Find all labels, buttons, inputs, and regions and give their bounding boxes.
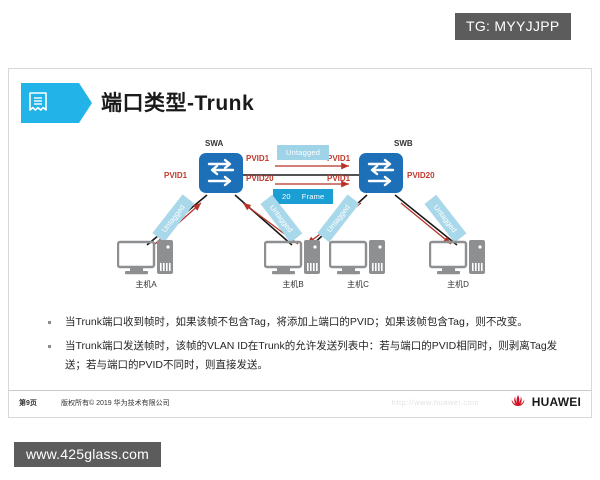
huawei-flower-icon (511, 395, 525, 406)
frame-vlan-id: 20 (282, 192, 291, 201)
slide-card: 端口类型-Trunk SWA (8, 68, 592, 418)
switch-label-swa: SWA (205, 139, 224, 148)
host-b-icon[interactable] (263, 239, 322, 282)
bullet-item: 当Trunk端口发送帧时，该帧的VLAN ID在Trunk的允许发送列表中：若与… (43, 337, 573, 374)
pvid-swb-left-top: PVID1 (327, 154, 351, 163)
slide-title-row: 端口类型-Trunk (9, 83, 591, 125)
host-a-icon[interactable] (116, 239, 175, 282)
footer-watermark: http://www.huawei.com (391, 398, 479, 407)
page-title: 端口类型-Trunk (101, 92, 255, 115)
slide-footer: 第9页 版权所有© 2019 华为技术有限公司 http://www.huawe… (9, 390, 591, 417)
page-number: 第9页 (19, 400, 37, 407)
frame-tag-box: 20 Frame (273, 189, 334, 204)
host-c-label: 主机C (347, 280, 369, 289)
switch-swb[interactable] (359, 153, 403, 193)
bullet-item: 当Trunk端口收到帧时，如果该帧不包含Tag，将添加上端口的PVID；如果该帧… (43, 313, 573, 331)
host-c-icon[interactable] (328, 239, 387, 282)
network-diagram: SWA PVID1 PVID1 PVID20 SWB PVID1 PVID1 P… (9, 127, 593, 302)
trunk-untagged-label: Untagged (277, 145, 330, 160)
switch-label-swb: SWB (394, 139, 413, 148)
host-b-label: 主机B (282, 280, 304, 289)
bullet-list: 当Trunk端口收到帧时，如果该帧不包含Tag，将添加上端口的PVID；如果该帧… (43, 313, 573, 380)
host-a-label: 主机A (135, 280, 157, 289)
frame-tag-text: Frame (301, 192, 325, 201)
huawei-brand-text: HUAWEI (531, 395, 581, 409)
huawei-logo: HUAWEI (508, 394, 581, 410)
tg-watermark-badge: TG: MYYJJPP (455, 13, 571, 40)
host-d-icon[interactable] (428, 239, 487, 282)
switch-swa[interactable] (199, 153, 243, 193)
pvid-swa-left: PVID1 (164, 171, 188, 180)
host-d-label: 主机D (447, 280, 469, 289)
pvid-swa-right-bottom: PVID20 (246, 174, 274, 183)
document-ribbon-icon (27, 92, 49, 121)
url-watermark-badge: www.425glass.com (14, 442, 162, 467)
pvid-swb-left-bottom: PVID1 (327, 174, 351, 183)
pvid-swb-right: PVID20 (407, 171, 435, 180)
copyright-text: 版权所有© 2019 华为技术有限公司 (61, 400, 170, 407)
pvid-swa-right-top: PVID1 (246, 154, 270, 163)
